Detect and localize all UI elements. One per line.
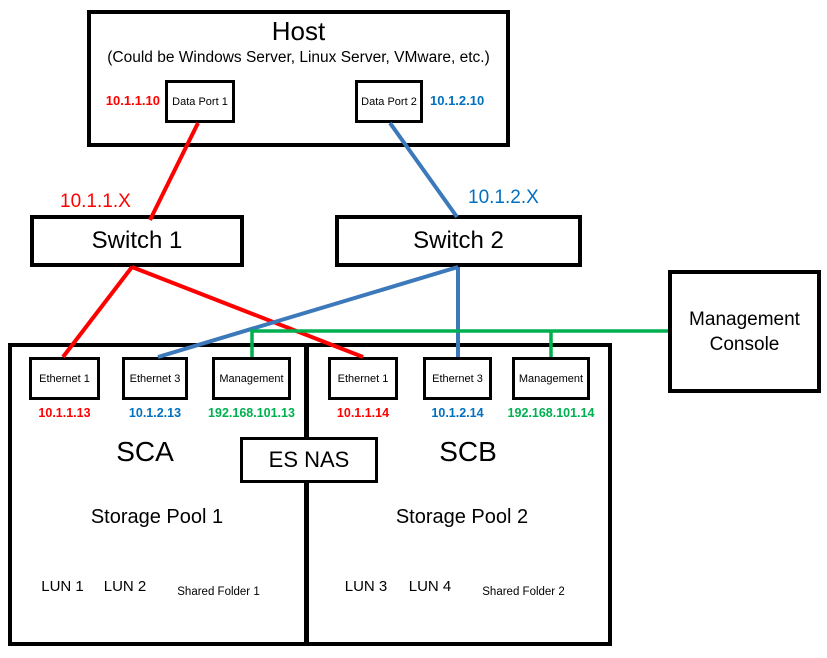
sca-ethernet3-box: Ethernet 3: [122, 357, 188, 400]
scb-ethernet3-label: Ethernet 3: [432, 372, 483, 385]
shared-folder-2-label: Shared Folder 2: [482, 586, 565, 598]
lun2-label: LUN 2: [103, 578, 147, 595]
sca-title: SCA: [116, 436, 174, 467]
data-port-2-ip: 10.1.2.10: [430, 93, 485, 108]
switch-1-box: Switch 1: [30, 215, 244, 267]
scb-ethernet3-ip: 10.1.2.14: [431, 406, 484, 420]
data-port-1-ip: 10.1.1.10: [105, 93, 160, 108]
subnet-label-1: 10.1.1.X: [60, 191, 131, 212]
storage-pool-2-label: Storage Pool 2: [395, 506, 529, 528]
scb-management-ip: 192.168.101.14: [507, 406, 595, 420]
lun1-label: LUN 1: [41, 578, 84, 595]
scb-ethernet1-label: Ethernet 1: [337, 372, 389, 385]
sca-management-ip: 192.168.101.13: [208, 406, 295, 420]
scb-ethernet3-box: Ethernet 3: [423, 357, 492, 400]
scb-title: SCB: [439, 436, 497, 467]
switch-2-label: Switch 2: [413, 227, 504, 254]
sca-ethernet3-ip: 10.1.2.13: [128, 406, 182, 420]
scb-management-label: Management: [518, 372, 584, 385]
sca-ethernet3-label: Ethernet 3: [129, 372, 181, 385]
data-port-2-label: Data Port 2: [361, 95, 417, 108]
sca-scb-divider: [304, 343, 309, 646]
switch-2-box: Switch 2: [335, 215, 582, 267]
lun4-label: LUN 4: [408, 578, 452, 595]
host-subtitle: (Could be Windows Server, Linux Server, …: [107, 49, 490, 66]
sca-ethernet1-box: Ethernet 1: [29, 357, 100, 400]
management-console-label: Management Console: [689, 308, 800, 355]
sca-management-label: Management: [219, 372, 284, 385]
es-nas-label: ES NAS: [268, 447, 350, 472]
data-port-2-box: Data Port 2: [355, 80, 423, 123]
lun3-label: LUN 3: [344, 578, 388, 595]
storage-pool-1-label: Storage Pool 1: [90, 506, 224, 528]
sca-ethernet1-ip: 10.1.1.13: [38, 406, 91, 420]
data-port-1-box: Data Port 1: [165, 80, 235, 123]
host-title: Host: [271, 16, 326, 46]
management-console-box: Management Console: [668, 270, 821, 393]
subnet-label-2: 10.1.2.X: [468, 187, 539, 208]
scb-ethernet1-box: Ethernet 1: [328, 357, 398, 400]
data-port-1-label: Data Port 1: [172, 95, 228, 108]
shared-folder-1-label: Shared Folder 1: [177, 586, 260, 598]
es-nas-label-box: ES NAS: [240, 437, 378, 483]
scb-ethernet1-ip: 10.1.1.14: [336, 406, 390, 420]
sca-management-box: Management: [212, 357, 291, 400]
es-nas-outer-box: [8, 343, 612, 646]
sca-ethernet1-label: Ethernet 1: [39, 372, 90, 385]
switch-1-label: Switch 1: [91, 227, 183, 254]
scb-management-box: Management: [512, 357, 590, 400]
